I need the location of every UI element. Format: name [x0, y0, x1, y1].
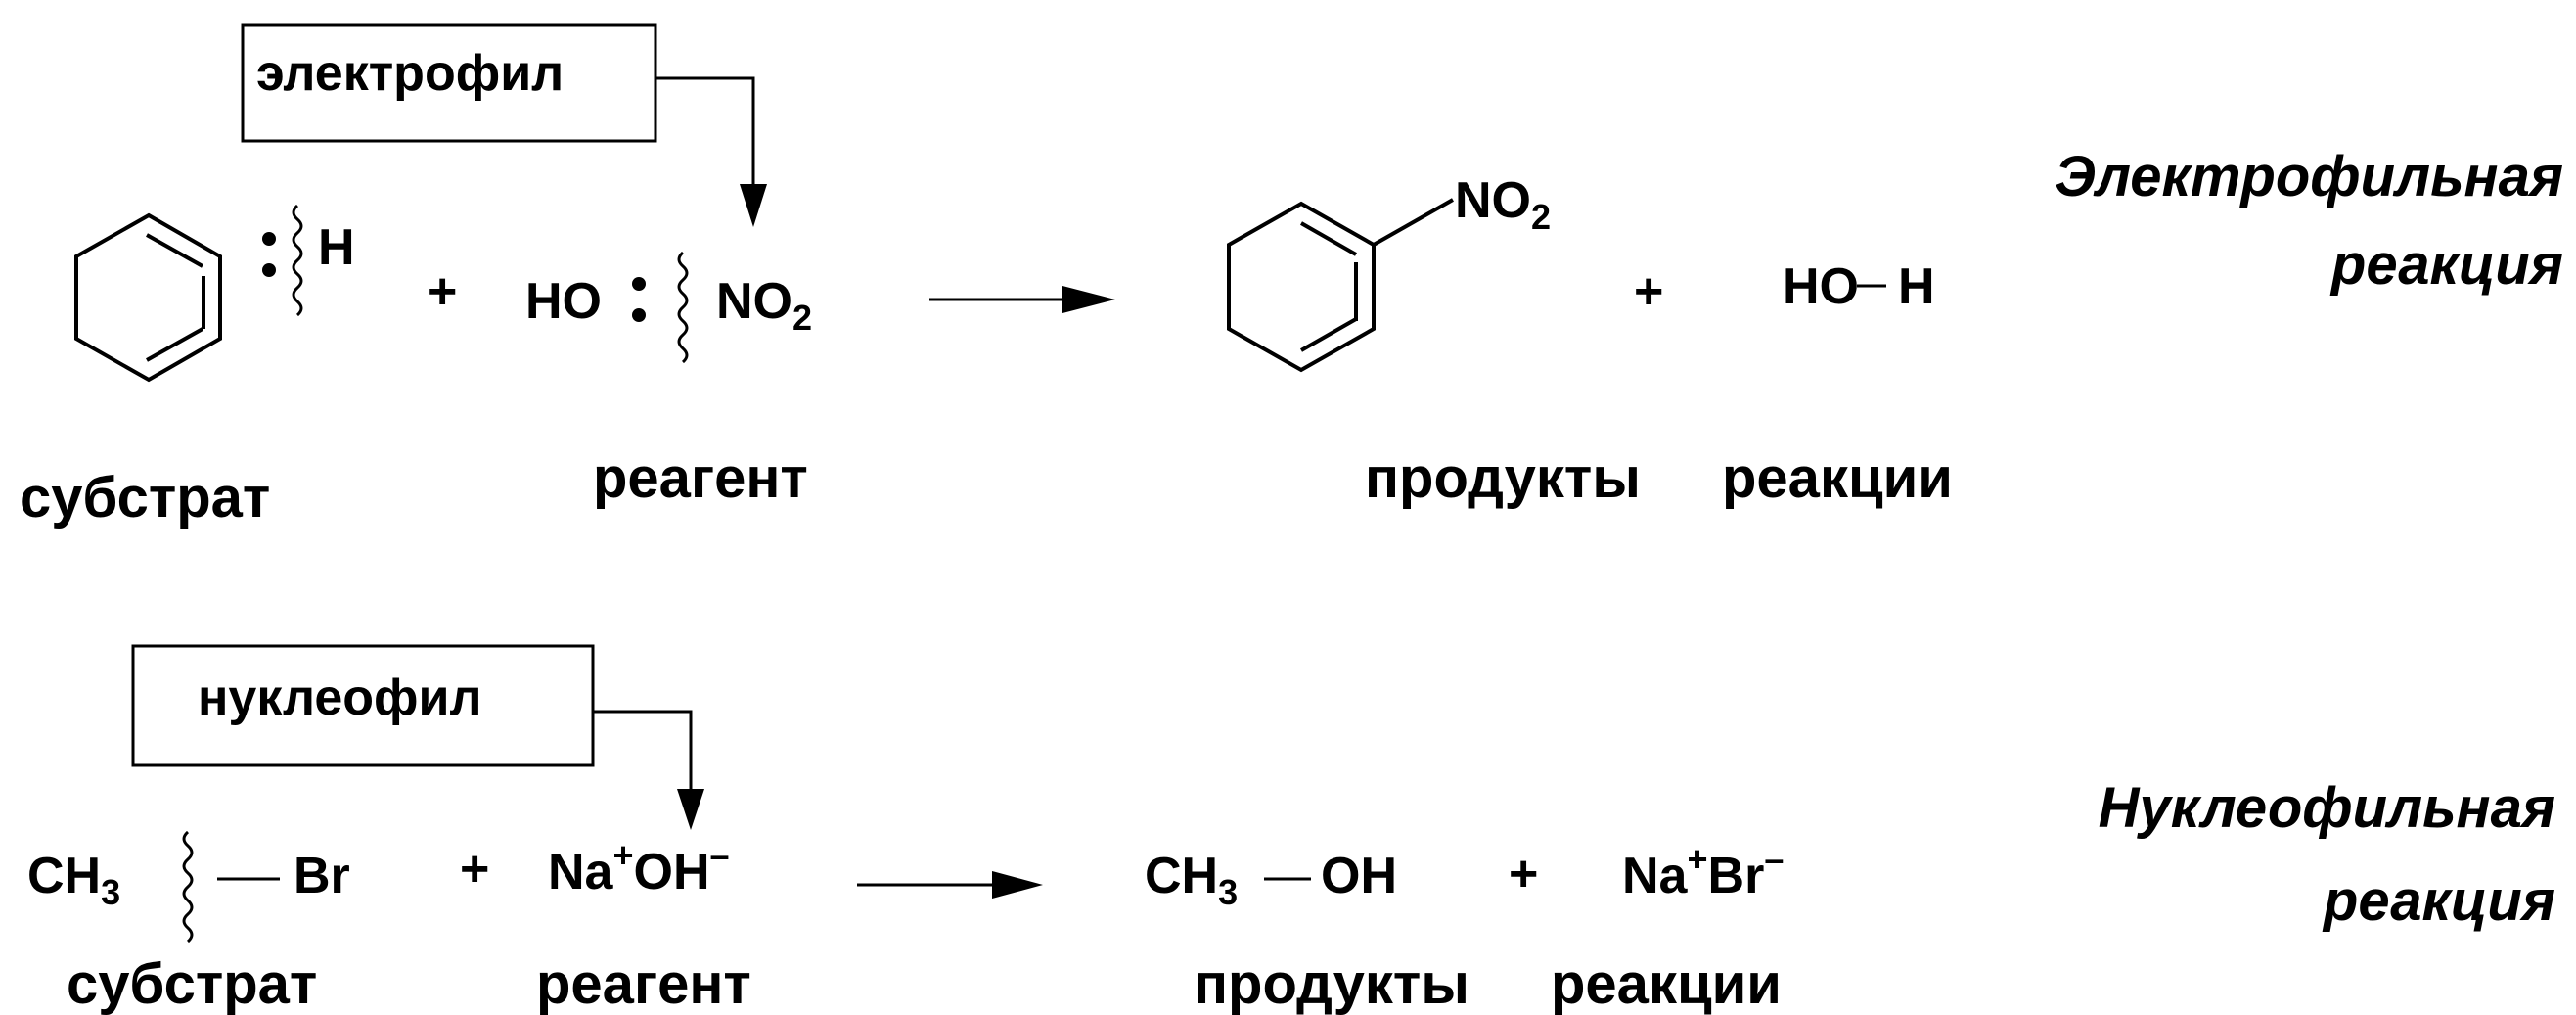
caption-reaction: реакции [1551, 952, 1782, 1015]
reagent-naoh: Na+OH– [548, 835, 730, 900]
plus-sign: + [460, 841, 489, 898]
electrophile-pointer-arrowhead [740, 184, 767, 227]
product-oh: OH [1321, 848, 1397, 904]
nucleophile-label-box [131, 644, 595, 767]
nitrobenzene-ring-product [1227, 198, 1454, 373]
plus-sign: + [428, 263, 457, 320]
electrophile-label: электрофил [256, 45, 564, 102]
substrate-br: Br [294, 848, 350, 904]
product-nabr: Na+Br– [1622, 839, 1784, 904]
nucleophile-pointer-arrowhead [677, 789, 704, 830]
reaction-title: Электрофильная [2055, 145, 2563, 208]
caption-substrate: субстрат [20, 466, 270, 530]
reaction-title: Нуклеофильная [2099, 776, 2555, 840]
caption-products: продукты [1194, 952, 1469, 1015]
electrophile-pointer-arrow [655, 76, 755, 186]
bond-cleavage-wavy-line [677, 251, 689, 364]
reaction-title: реакция [2322, 869, 2555, 933]
nucleophile-label: нуклеофил [198, 669, 482, 726]
bond-electron-dot [262, 232, 276, 246]
caption-reagent: реагент [536, 952, 751, 1015]
substrate-ch3: CH3 [27, 848, 120, 912]
plus-sign: + [1509, 846, 1538, 902]
bond-electron-dot [632, 277, 646, 291]
caption-reagent: реагент [593, 446, 808, 510]
reaction-title: реакция [2329, 233, 2563, 297]
substrate-hydrogen: H [318, 219, 355, 276]
electrophilic-reaction: электрофил H + HO NO2 субстрат реагент [20, 23, 2563, 530]
plus-sign: + [1634, 263, 1663, 320]
reaction-arrowhead [1062, 286, 1115, 313]
bond-cleavage-wavy-line [182, 830, 194, 944]
caption-products: продукты [1365, 446, 1641, 510]
product-ch3: CH3 [1145, 848, 1238, 912]
nucleophilic-reaction: нуклеофил CH3 Br + Na+OH– субстрат реаге… [27, 644, 2555, 1015]
reagent-no2: NO2 [716, 273, 812, 338]
bond-electron-dot [262, 263, 276, 277]
water-h: H [1898, 258, 1935, 315]
caption-substrate: субстрат [67, 952, 317, 1015]
caption-reaction: реакции [1722, 446, 1953, 510]
reaction-arrowhead [992, 871, 1043, 899]
benzene-ring-substrate [74, 212, 222, 383]
bond-cleavage-wavy-line [292, 204, 303, 317]
nucleophile-pointer-arrow [593, 710, 693, 791]
electrophile-label-box [241, 23, 657, 143]
reagent-ho: HO [525, 273, 602, 330]
product-no2: NO2 [1455, 172, 1551, 237]
bond-electron-dot [632, 308, 646, 322]
water-ho: HO [1783, 258, 1859, 315]
